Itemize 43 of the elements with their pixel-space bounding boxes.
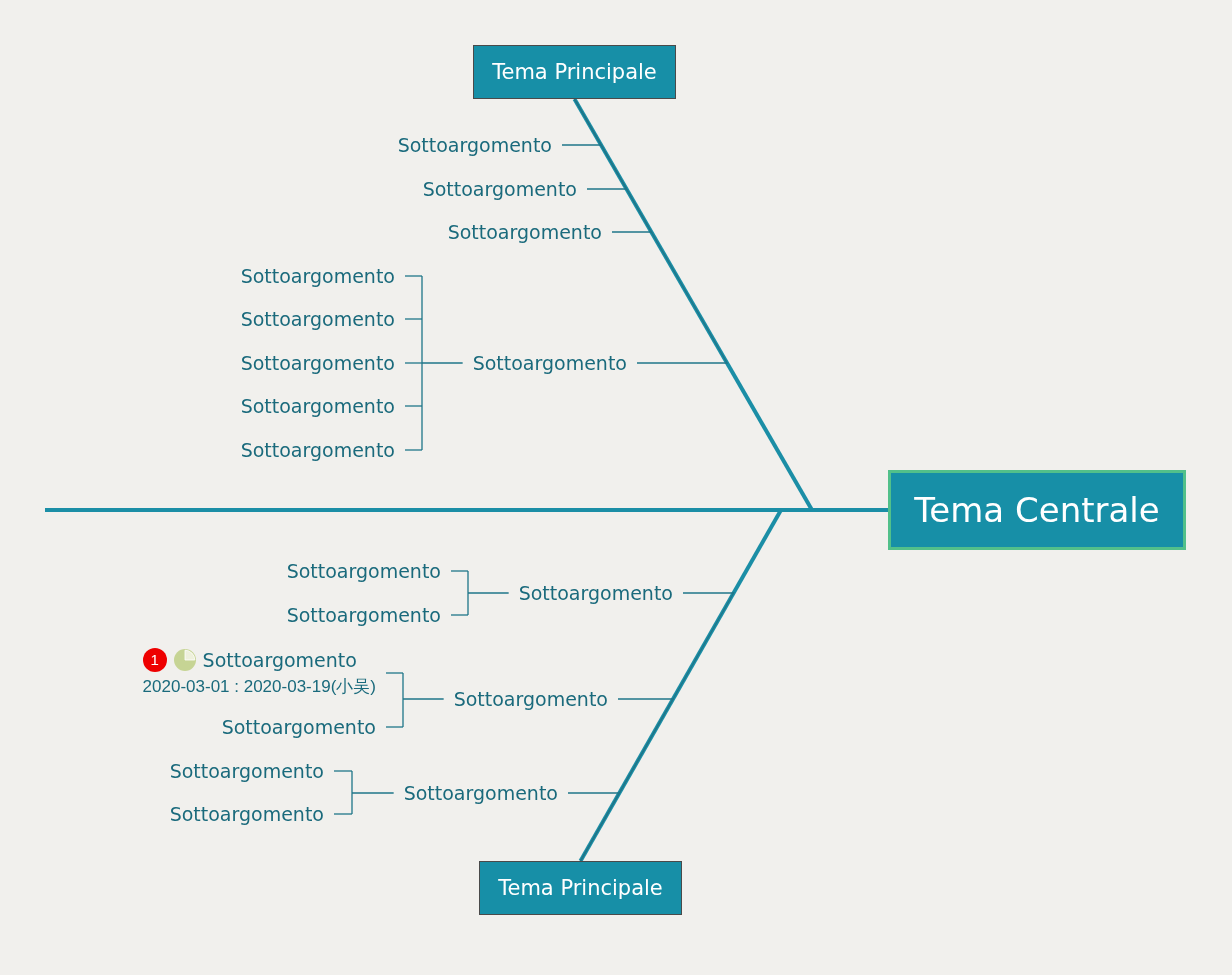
branch-line	[404, 275, 423, 277]
subtopic-label: Sottoargomento	[437, 218, 612, 246]
branch-line	[567, 792, 621, 862]
branch-line	[385, 726, 404, 728]
subtopic-label: Sottoargomento	[230, 436, 405, 464]
subtopic-label: Sottoargomento	[230, 305, 405, 333]
bracket-line	[421, 275, 464, 451]
bracket-line	[351, 770, 395, 815]
subtopic-label: Sottoargomento	[159, 757, 334, 785]
subtopic-label: Sottoargomento	[387, 131, 562, 159]
subtopic-label: Sottoargomento	[230, 392, 405, 420]
branch-line	[573, 98, 729, 364]
branch-line	[404, 449, 423, 451]
subtopic-label: Sottoargomento	[202, 648, 357, 673]
central-topic-box: Tema Centrale	[888, 470, 1186, 550]
subtopic-label: Sottoargomento	[211, 713, 386, 741]
branch-line	[404, 405, 423, 407]
bone-line	[572, 98, 814, 511]
priority-marker: 1	[142, 648, 167, 672]
subtopic-label: Sottoargomento	[508, 579, 683, 607]
subtopic-label: Sottoargomento	[462, 349, 637, 377]
date-range-text: 2020-03-01 : 2020-03-19(小吴)	[142, 676, 376, 698]
subtopic-label: Sottoargomento	[230, 349, 405, 377]
bone-line	[578, 509, 783, 862]
main-topic-box: Tema Principale	[473, 45, 676, 99]
branch-line	[333, 770, 353, 772]
subtopic-label: Sottoargomento	[276, 601, 451, 629]
main-topic-box: Tema Principale	[479, 861, 682, 915]
bracket-line	[402, 672, 445, 728]
subtopic-label: Sottoargomento	[412, 175, 587, 203]
spine-line	[45, 508, 888, 512]
branch-line	[404, 318, 423, 320]
branch-line	[404, 362, 423, 364]
subtopic-label: Sottoargomento	[443, 685, 618, 713]
subtopic-label: Sottoargomento	[230, 262, 405, 290]
branch-line	[450, 570, 469, 572]
branch-line	[333, 813, 353, 815]
subtopic-label: Sottoargomento	[159, 800, 334, 828]
branch-line	[385, 672, 404, 674]
branch-line	[450, 614, 469, 616]
subtopic-label: Sottoargomento	[276, 557, 451, 585]
subtopic-label: Sottoargomento	[393, 779, 568, 807]
bracket-line	[467, 570, 510, 616]
